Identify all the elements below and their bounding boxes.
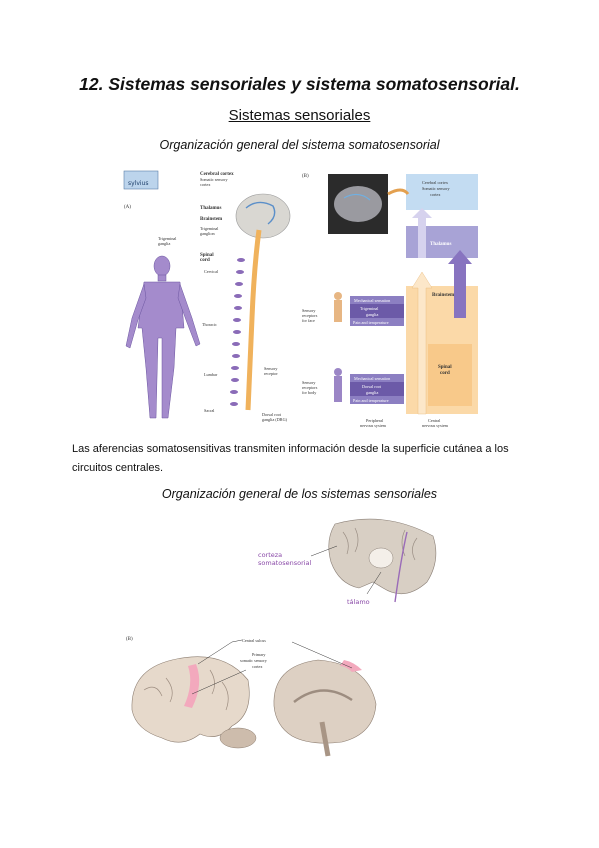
face-receptor-line2: receptors: [302, 313, 318, 318]
panel-a-label: (A): [124, 205, 131, 210]
mech-face-label: Mechanical sensation: [354, 298, 391, 303]
pns-line1: Peripheral: [366, 418, 384, 423]
sylvius-logo: [123, 170, 159, 190]
spinal-cord-label2: cord: [440, 371, 450, 376]
lateral-sensory-cortex-highlight: [184, 664, 200, 708]
brainstem-label: Brainstem: [432, 293, 455, 298]
label-ganglion: ganglion: [200, 231, 216, 236]
drg-line2: ganglia: [366, 390, 378, 395]
body-receptor-line1: Sensory: [302, 380, 316, 385]
cortex-box-line2: Somatic sensory: [422, 186, 450, 191]
label-cortex: cortex: [200, 182, 211, 187]
cns-line1: Central: [428, 418, 441, 423]
label-trigeminal-ganglia: Trigeminal: [158, 236, 177, 241]
figure-somatosensory-pathways: (B) Cerebral cortex Somatic sensory cort…: [302, 174, 478, 428]
panel-b2-label: (B): [126, 637, 133, 642]
panel-b-label: (B): [302, 174, 309, 179]
figure-coronal-section: corteza somatosensorial tálamo: [258, 518, 437, 606]
label-somatic-sensory: Somatic sensory: [200, 177, 228, 182]
spinal-cord-label1: Spinal: [438, 365, 452, 370]
thalamus-box-label: Thalamus: [430, 242, 451, 247]
label-cortex2: cortex: [252, 664, 263, 669]
label-cervical: Cervical: [204, 269, 219, 274]
face-figure: [334, 292, 342, 322]
label-corteza: corteza: [258, 551, 282, 559]
label-talamo: tálamo: [347, 598, 370, 606]
label-sacral: Sacral: [204, 408, 215, 413]
body-receptor-line2: receptors: [302, 385, 318, 390]
pain-body-label: Pain and temperature: [353, 398, 389, 403]
label-somatic-sensory2: somatic sensory: [240, 658, 268, 663]
body-receptor-line3: for body: [302, 390, 317, 395]
label-sensory: Sensory: [264, 366, 278, 371]
pns-line2: nervous system: [360, 423, 387, 428]
dorsal-root-ganglia: [230, 258, 245, 406]
label-cerebral-cortex: Cerebral cortex: [200, 172, 234, 177]
label-primary: Primary: [252, 652, 266, 657]
cortex-box-line1: Cerebral cortex: [422, 180, 449, 185]
figure-caption-sensory-systems: Organización general de los sistemas sen…: [161, 487, 438, 501]
medial-brain: [273, 659, 377, 744]
label-thoracic: Thoracic: [202, 322, 217, 327]
label-thalamus: Thalamus: [200, 206, 221, 211]
drg-line1: Dorsal root: [362, 384, 382, 389]
label-spinal: Spinal: [200, 253, 214, 258]
label-central-sulcus: Central sulcus: [242, 638, 266, 643]
label-lumbar: Lumbar: [204, 372, 218, 377]
label-ganglia-drg: ganglia (DRG): [262, 417, 288, 422]
sylvius-logo-text: sylvius: [128, 180, 149, 187]
figure-brain-views: (B) Central sulcus Primary somatic senso…: [126, 637, 377, 757]
trig-ganglia-line1: Trigeminal: [360, 306, 379, 311]
pain-face-label: Pain and temperature: [353, 320, 389, 325]
cns-line2: nervous system: [422, 423, 449, 428]
label-trigeminal: Trigeminal: [200, 226, 219, 231]
medial-sensory-cortex-highlight: [340, 660, 362, 672]
figure-caption-somatosensory: Organización general del sistema somatos…: [159, 138, 440, 152]
cortex-box: [406, 174, 478, 210]
label-brainstem: Brainstem: [200, 217, 223, 222]
face-receptor-line3: for face: [302, 318, 315, 323]
label-ganglia: ganglia: [158, 241, 170, 246]
section-heading: Sistemas sensoriales: [228, 107, 371, 124]
body-figure: [334, 368, 342, 402]
brain-illustration: [235, 193, 291, 239]
trig-ganglia-line2: ganglia: [366, 312, 378, 317]
label-somatosensorial: somatosensorial: [258, 559, 312, 567]
figure-somatosensory-body: sylvius (A) Cerebral cortex Somatic sens…: [123, 170, 291, 422]
face-receptor-line1: Sensory: [302, 308, 316, 313]
human-dermatome-figure: [125, 255, 201, 419]
page-title: 12. Sistemas sensoriales y sistema somat…: [79, 74, 520, 94]
cortex-box-line3: cortex: [430, 192, 441, 197]
mech-body-label: Mechanical sensation: [354, 376, 391, 381]
label-dorsal-root: Dorsal root: [262, 412, 282, 417]
spinal-cord: [245, 229, 262, 411]
label-receptor: receptor: [264, 371, 278, 376]
label-cord: cord: [200, 258, 210, 263]
body-paragraph: Las aferencias somatosensitivas transmit…: [72, 443, 509, 474]
